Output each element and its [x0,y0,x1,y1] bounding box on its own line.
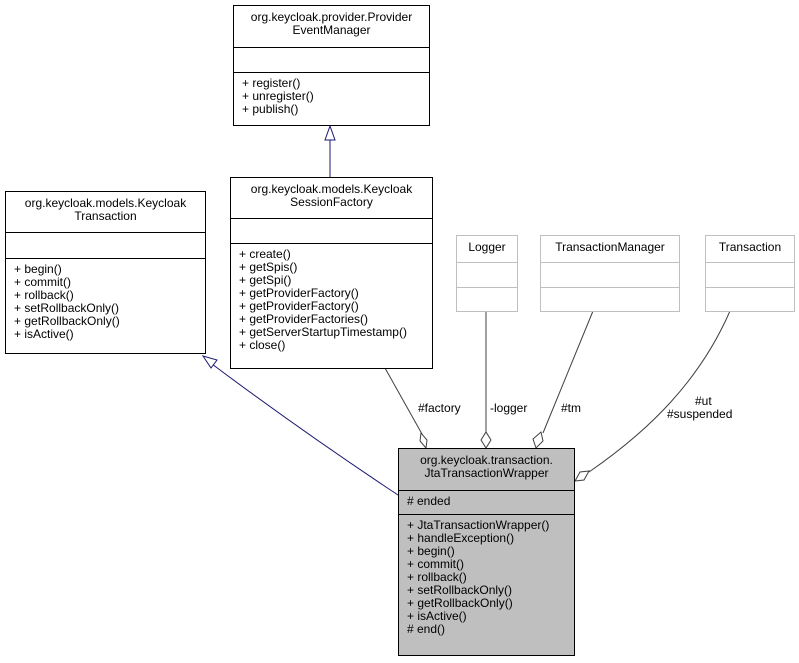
aggregation-diamond-icon [532,431,544,449]
class-attributes [541,262,679,287]
class-title: TransactionManager [541,236,679,262]
edge-label-logger: -logger [490,401,528,415]
class-method: + getRollbackOnly() [407,596,513,610]
class-methods: + register()+ unregister()+ publish() [234,72,429,125]
tm-edge [542,310,594,434]
class-title-line: org.keycloak.transaction. [420,453,553,467]
class-box-tx[interactable]: Transaction [705,235,795,312]
aggregation-diamond-icon [419,431,428,450]
class-title-line: Transaction [74,209,137,223]
class-methods [541,287,679,311]
class-method: + rollback() [14,288,74,302]
class-title-line: Logger [468,240,506,254]
class-title: Transaction [706,236,794,262]
class-attributes [234,47,429,72]
class-title-line: Transaction [718,240,782,254]
class-method: + getServerStartupTimestamp() [239,325,407,339]
aggregation-diamond-icon [574,470,590,482]
class-method: + commit() [14,275,71,289]
class-title-line: TransactionManager [555,240,665,254]
inheritance-arrow-icon [324,124,336,141]
class-methods: + create()+ getSpis()+ getSpi()+ getProv… [231,243,432,368]
class-method: + isActive() [407,609,467,623]
class-method: + setRollbackOnly() [14,301,120,315]
class-title: org.keycloak.transaction.JtaTransactionW… [399,449,574,490]
class-title-line: org.keycloak.models.Keycloak [24,196,187,210]
aggregation-diamond-icon [480,431,492,449]
edge-label-tm: #tm [561,401,582,415]
edge-label-factory: #factory [418,401,461,415]
class-methods [706,287,794,311]
class-title-line: EventManager [292,23,371,37]
class-box-logger[interactable]: Logger [456,235,518,312]
class-attributes [6,232,205,258]
class-method: + rollback() [407,570,467,584]
class-method: + begin() [14,262,62,276]
class-method: + register() [242,76,301,90]
class-box-tm[interactable]: TransactionManager [540,235,680,312]
class-method: + getRollbackOnly() [14,314,120,328]
edge-label-ut: #ut [695,394,712,408]
class-method: + isActive() [14,327,74,341]
class-methods: + begin()+ commit()+ rollback()+ setRoll… [6,258,205,353]
class-method: + getSpi() [239,273,292,287]
edge-label-suspended: #suspended [667,407,733,421]
class-methods: + JtaTransactionWrapper()+ handleExcepti… [399,514,574,655]
class-title-line: JtaTransactionWrapper [424,466,549,480]
class-attributes: # ended [399,490,574,514]
class-method: + close() [239,338,286,352]
class-method: + publish() [242,102,299,116]
class-method: + getSpis() [239,260,298,274]
class-title-line: org.keycloak.models.Keycloak [250,182,413,196]
class-box-jta[interactable]: org.keycloak.transaction.JtaTransactionW… [398,448,575,656]
class-attributes [457,262,517,287]
class-method: + unregister() [242,89,314,103]
class-method: + handleException() [407,531,515,545]
class-methods [457,287,517,311]
class-method: + create() [239,247,291,261]
class-method: # end() [407,622,446,636]
class-attribute: # ended [407,494,451,508]
class-method: + commit() [407,557,464,571]
class-method: + getProviderFactories() [239,312,369,326]
class-attributes [231,218,432,243]
inheritance-arrow-icon [201,355,218,369]
transaction-edge [588,310,731,473]
factory-edge [384,367,423,435]
class-title: Logger [457,236,517,262]
class-method: + getProviderFactory() [239,299,359,313]
class-method: + JtaTransactionWrapper() [407,518,550,532]
class-title-line: org.keycloak.provider.Provider [250,10,413,24]
class-title-line: SessionFactory [290,195,373,209]
class-method: + setRollbackOnly() [407,583,513,597]
class-attributes [706,262,794,287]
inheritance-edge-jta [211,363,399,496]
class-method: + getProviderFactory() [239,286,359,300]
class-method: + begin() [407,544,455,558]
